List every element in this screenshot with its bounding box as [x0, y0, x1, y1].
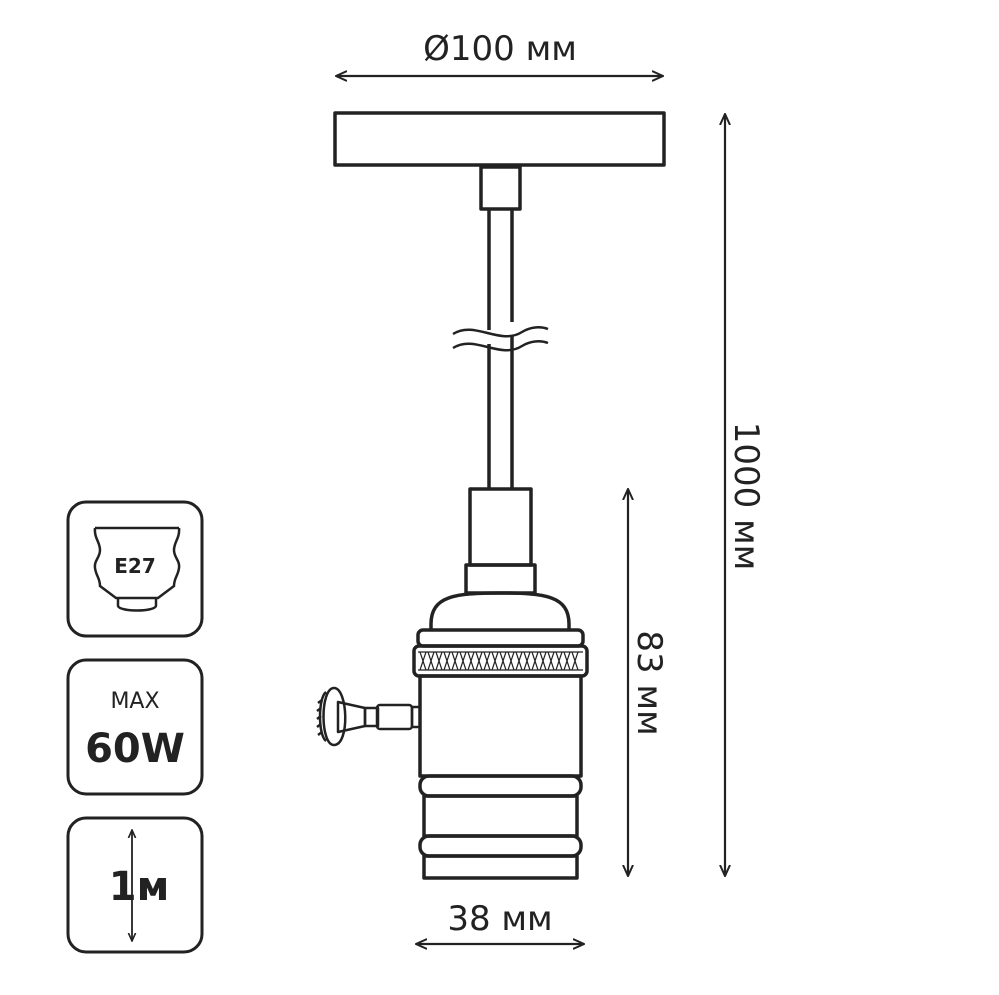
max-power-prefix: MAX	[110, 689, 159, 714]
max-power-value: 60W	[85, 726, 185, 772]
max-power-badge: MAX 60W	[66, 658, 204, 796]
canopy-connector	[479, 165, 522, 211]
holder-width-label: 38 мм	[447, 899, 552, 939]
socket-type-text: E27	[114, 554, 156, 578]
total-length-label: 1000 мм	[726, 422, 766, 571]
cable-length-value: 1м	[109, 864, 170, 910]
canopy-diameter-label: Ø100 мм	[423, 29, 577, 69]
knurled-band-pattern	[418, 651, 583, 671]
cable-break-symbol	[452, 326, 549, 352]
pendant-cable	[487, 209, 514, 489]
holder-height-label: 83 мм	[629, 630, 669, 735]
switch-knob-icon	[316, 686, 422, 747]
cable-length-badge: 1м	[66, 816, 204, 954]
socket-type-badge: E27	[66, 500, 204, 638]
e27-bulb-base-icon	[93, 526, 181, 612]
ceiling-canopy	[333, 111, 666, 167]
lamp-holder	[412, 487, 589, 880]
